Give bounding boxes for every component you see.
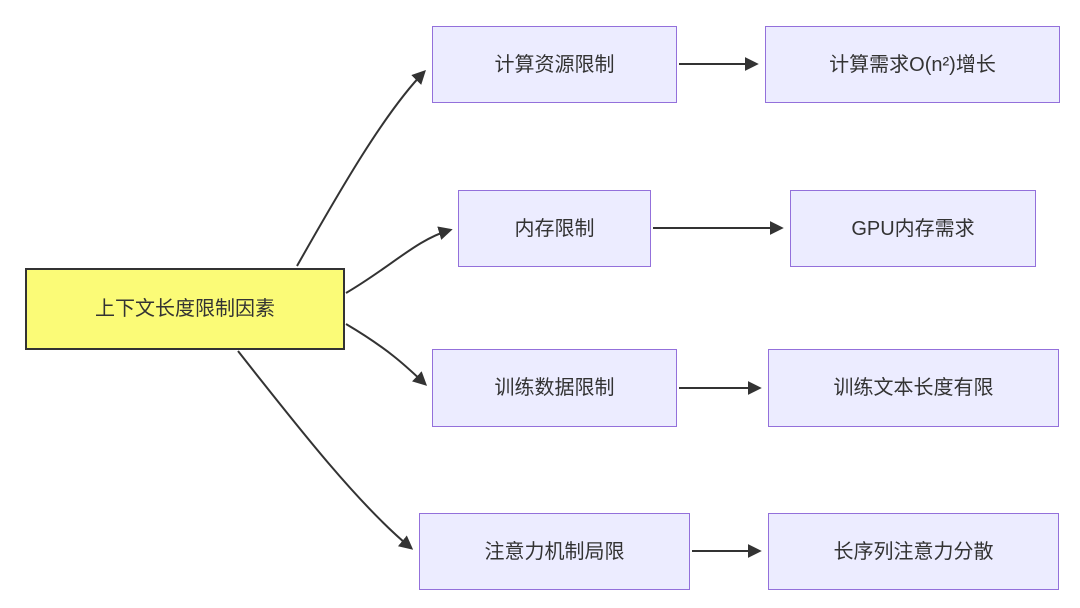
node-training-text-length-limited: 训练文本长度有限	[768, 349, 1059, 427]
edge-root-to-training-data	[345, 323, 428, 386]
edge-root-to-attention	[237, 350, 414, 550]
node-compute-demand-growth: 计算需求O(n²)增长	[765, 26, 1060, 103]
node-long-sequence-attention-dispersion: 长序列注意力分散	[768, 513, 1059, 590]
node-attention-mechanism-limit: 注意力机制局限	[419, 513, 690, 590]
root-node-context-length-factors: 上下文长度限制因素	[25, 268, 345, 350]
node-compute-resource-limit: 计算资源限制	[432, 26, 677, 103]
edge-root-to-compute	[296, 69, 426, 267]
edge-root-to-memory	[345, 226, 453, 294]
node-gpu-memory-demand: GPU内存需求	[790, 190, 1036, 267]
node-training-data-limit: 训练数据限制	[432, 349, 677, 427]
node-memory-limit: 内存限制	[458, 190, 651, 267]
